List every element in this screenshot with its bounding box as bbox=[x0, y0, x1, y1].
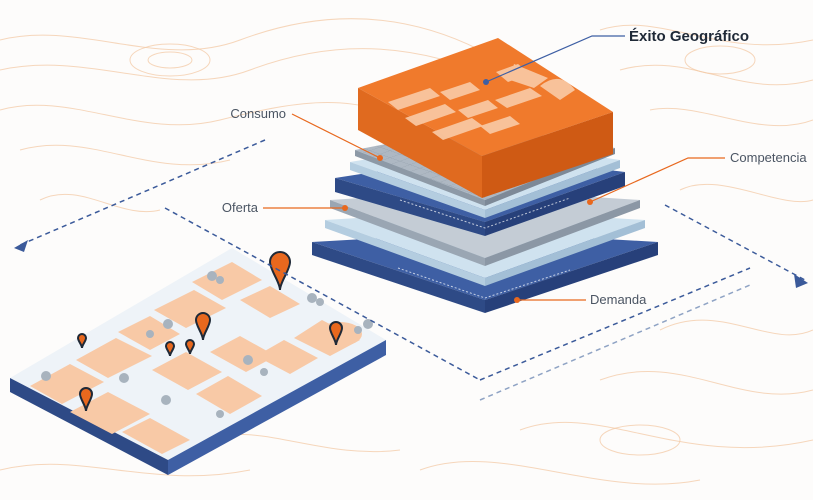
arrowhead-icons bbox=[14, 240, 808, 288]
top-block-exito bbox=[358, 38, 613, 198]
map-pin-icon bbox=[76, 333, 88, 349]
top-block-map-shapes bbox=[388, 64, 575, 140]
map-pin-icon bbox=[78, 387, 94, 412]
city-block-trees bbox=[41, 271, 373, 418]
city-block bbox=[10, 248, 386, 475]
label-competencia: Competencia bbox=[730, 150, 807, 165]
map-pin-icon bbox=[328, 321, 344, 346]
topographic-background bbox=[0, 18, 813, 485]
map-pin-icon bbox=[184, 339, 196, 355]
title-label: Éxito Geográfico bbox=[629, 28, 749, 45]
label-oferta: Oferta bbox=[222, 200, 259, 215]
label-consumo: Consumo bbox=[230, 106, 286, 121]
location-pins bbox=[76, 251, 344, 412]
map-pin-icon bbox=[164, 341, 176, 357]
callout-dots bbox=[342, 79, 593, 303]
label-demanda: Demanda bbox=[590, 292, 647, 307]
perspective-dashed-lines bbox=[19, 139, 806, 401]
city-block-parcels bbox=[30, 262, 362, 454]
map-pin-icon bbox=[268, 251, 292, 291]
callout-leaders bbox=[263, 35, 725, 301]
map-pin-icon bbox=[194, 312, 212, 341]
